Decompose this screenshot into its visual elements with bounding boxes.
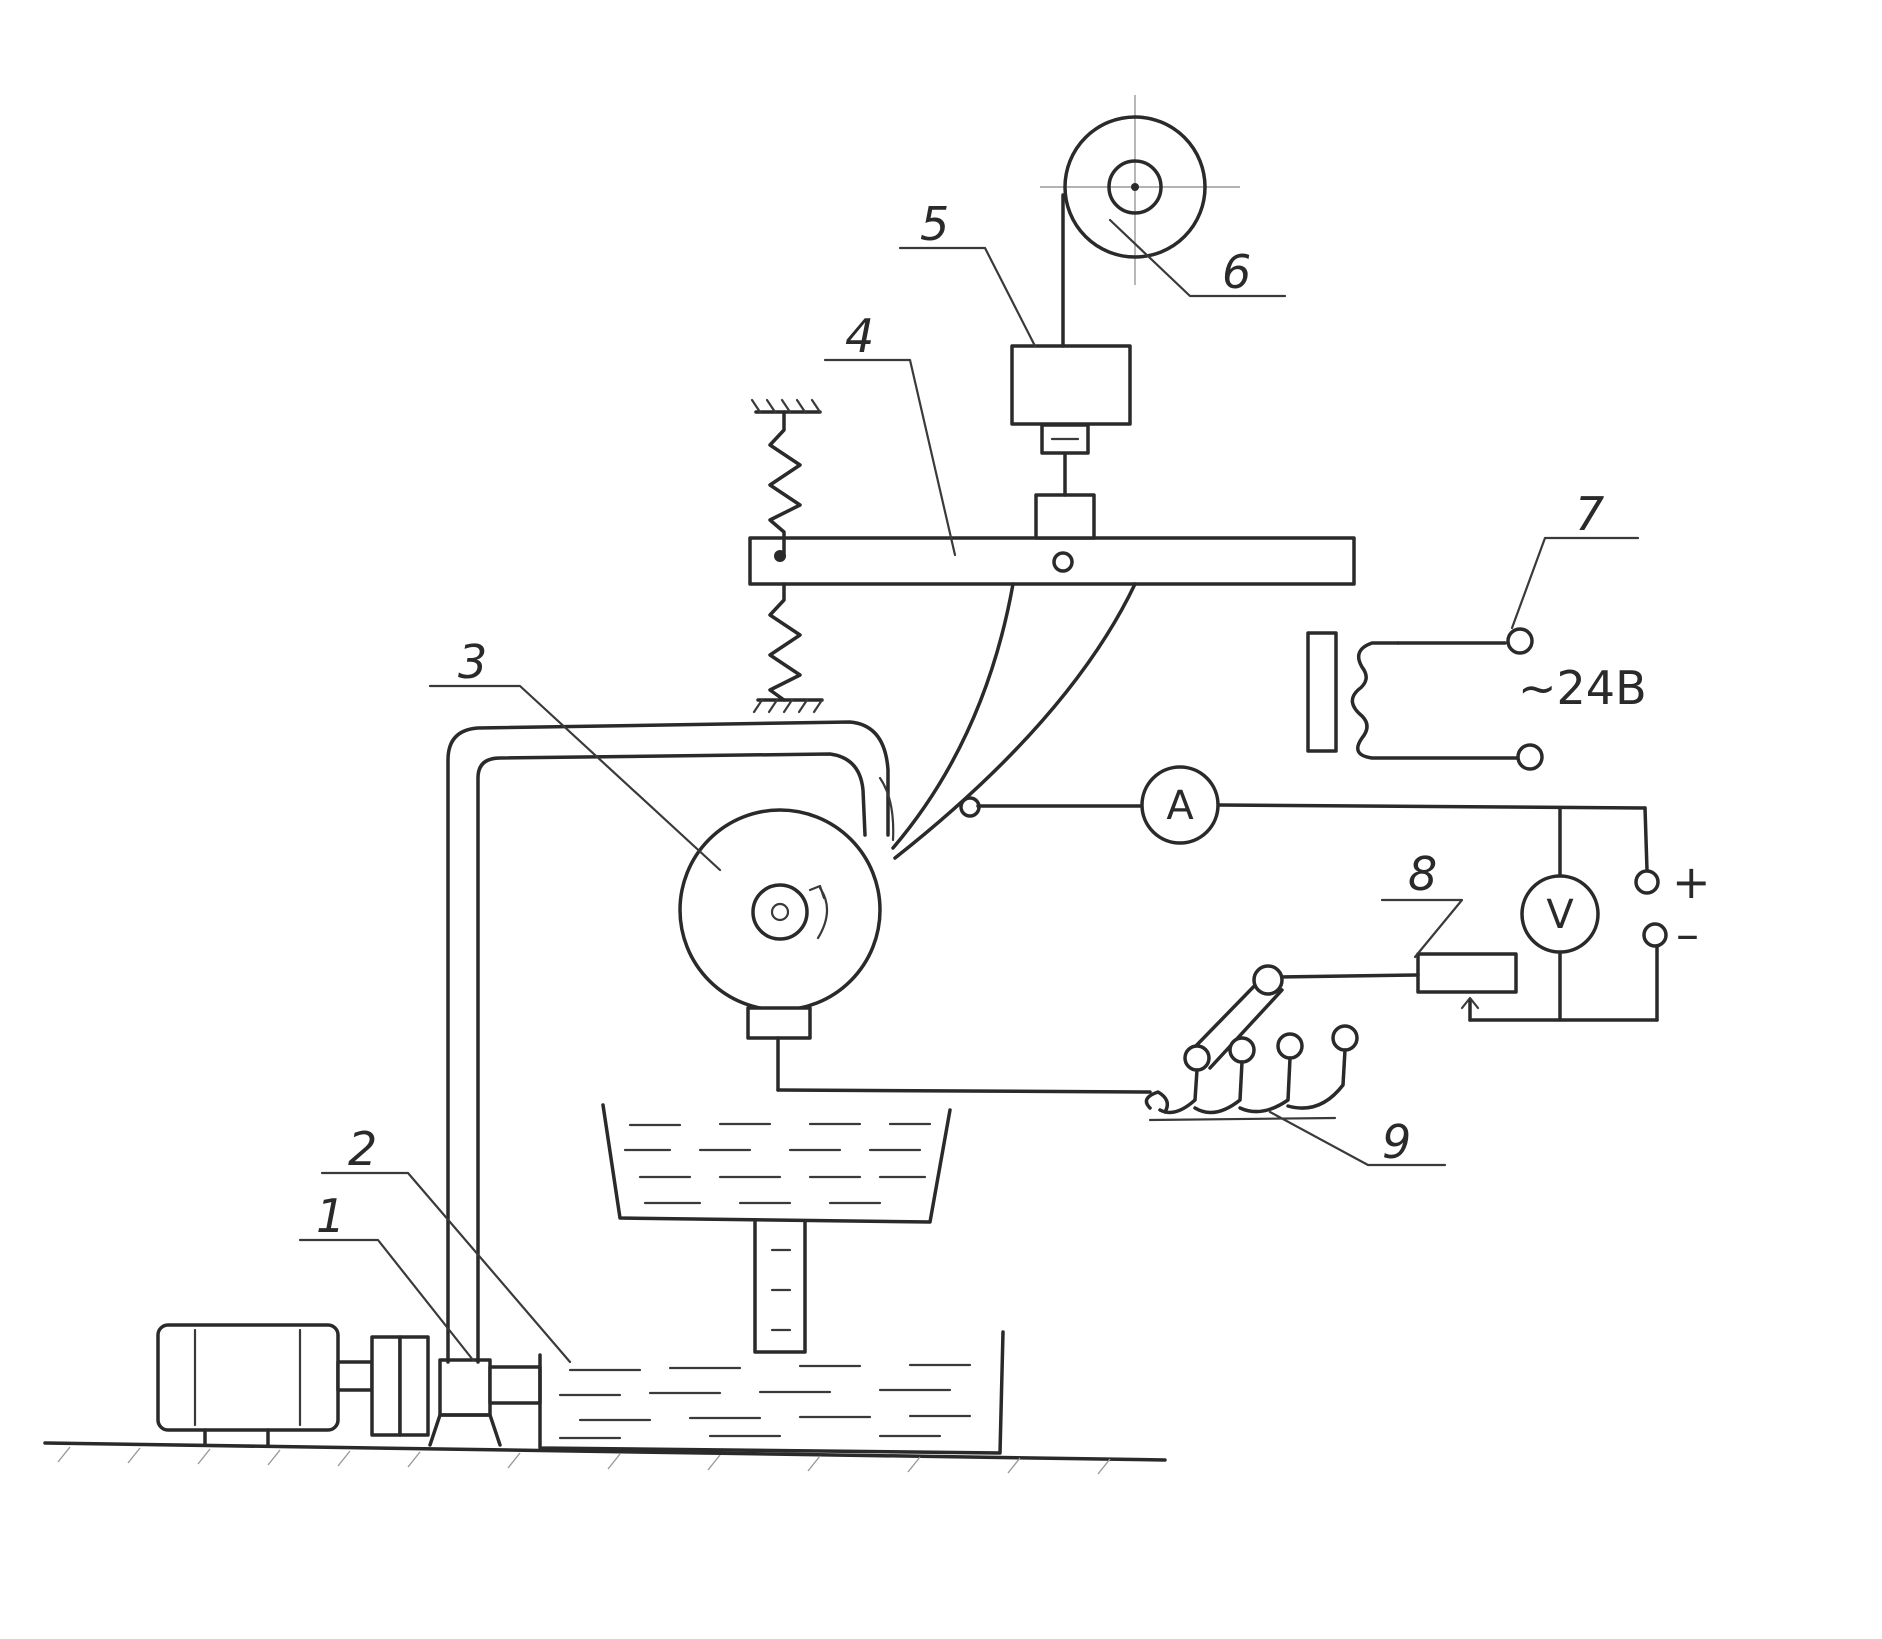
motor-shaft bbox=[336, 1360, 374, 1392]
motor-pump-unit bbox=[156, 1323, 542, 1447]
dc-terminal-minus[interactable] bbox=[1642, 922, 1668, 948]
feed-mechanism bbox=[1010, 193, 1132, 540]
ground bbox=[43, 1441, 1167, 1475]
upper-spring bbox=[768, 410, 802, 558]
callout-8: 8 bbox=[1408, 847, 1437, 901]
bath-funnel bbox=[601, 1103, 952, 1354]
callout-4: 4 bbox=[845, 309, 874, 363]
pump-inlet bbox=[488, 1365, 542, 1405]
pump-base bbox=[428, 1413, 502, 1447]
ammeter: A bbox=[1140, 765, 1220, 845]
lever-leg-right bbox=[893, 582, 1137, 860]
dc-circuit bbox=[776, 796, 1668, 1122]
minus-label: – bbox=[1676, 907, 1699, 961]
callout-3: 3 bbox=[458, 635, 487, 689]
lever-arm bbox=[748, 536, 1356, 860]
pulley bbox=[1040, 95, 1240, 285]
grinding-wheel bbox=[678, 808, 882, 1040]
coolant-supply-pipe bbox=[446, 720, 895, 1364]
rheostat bbox=[1416, 952, 1518, 994]
coupling-half-b bbox=[398, 1335, 430, 1437]
coolant-tank bbox=[538, 1330, 1005, 1455]
leader-lines bbox=[298, 218, 1640, 1364]
electric-motor bbox=[156, 1323, 340, 1432]
ammeter-label: A bbox=[1166, 783, 1194, 829]
callout-5: 5 bbox=[920, 197, 949, 251]
springs bbox=[750, 398, 824, 714]
lever-pivot bbox=[1052, 551, 1074, 573]
coupling-half-a bbox=[370, 1335, 402, 1437]
voltmeter-label: V bbox=[1546, 892, 1574, 938]
callout-7: 7 bbox=[1575, 487, 1604, 541]
ac-terminal-top[interactable] bbox=[1506, 627, 1534, 655]
lever-leg-left bbox=[891, 582, 1015, 850]
selector-switch-arm bbox=[1188, 973, 1267, 1054]
transformer bbox=[1306, 627, 1544, 771]
callout-6: 6 bbox=[1222, 245, 1251, 299]
transformer-core bbox=[1306, 631, 1338, 753]
lever-clamp bbox=[1034, 493, 1096, 540]
voltmeter: V bbox=[1520, 874, 1600, 954]
ac-terminal-bottom[interactable] bbox=[1516, 743, 1544, 771]
callout-1: 1 bbox=[316, 1189, 345, 1243]
wheel-spindle-housing bbox=[746, 1006, 812, 1040]
callout-9: 9 bbox=[1382, 1115, 1411, 1169]
brush-contact bbox=[959, 796, 981, 818]
pump-body bbox=[438, 1358, 492, 1417]
ac-voltage-label: ~24B bbox=[1518, 661, 1647, 715]
load-weight-block bbox=[1010, 344, 1132, 426]
callout-2: 2 bbox=[348, 1122, 377, 1176]
dc-terminal-plus[interactable] bbox=[1634, 869, 1660, 895]
lower-spring bbox=[768, 582, 802, 702]
plus-label: + bbox=[1672, 855, 1711, 909]
